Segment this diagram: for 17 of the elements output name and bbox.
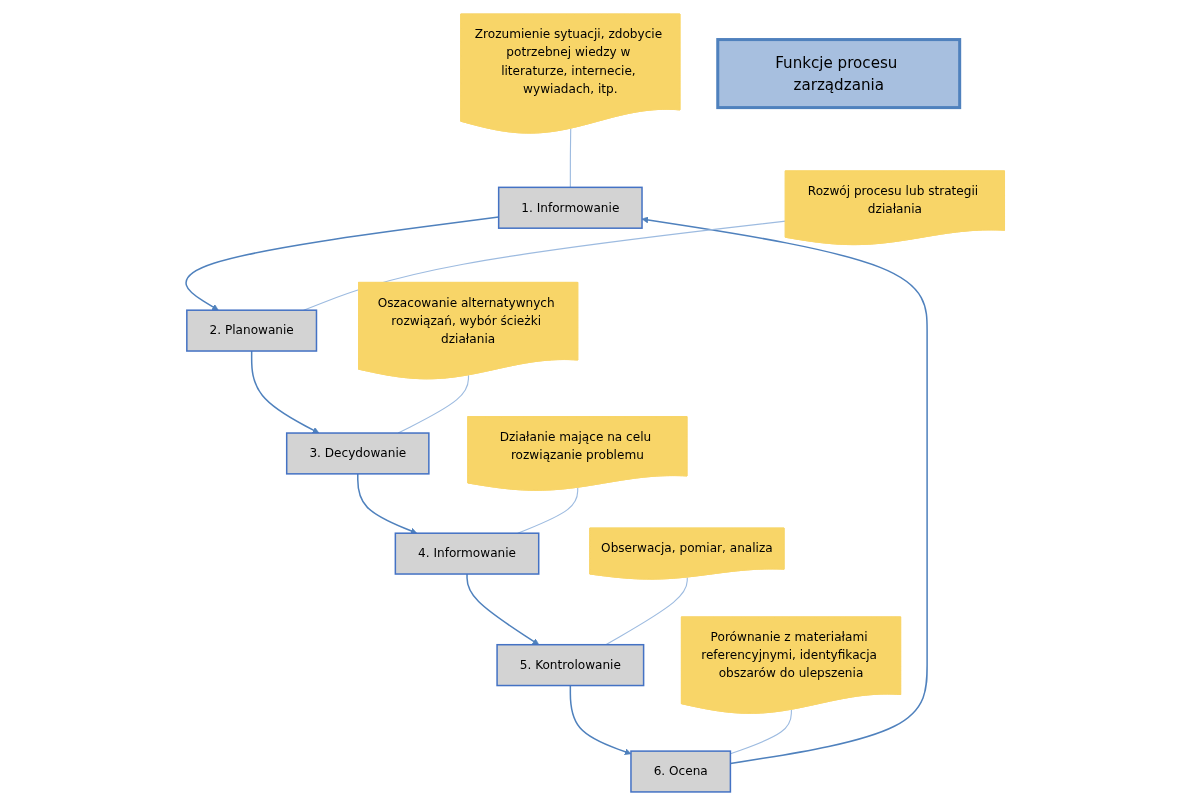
node-box: 3. Decydowanie (286, 432, 430, 475)
connector (517, 487, 579, 534)
node-box: 5. Kontrolowanie (496, 643, 645, 687)
connector (569, 128, 572, 188)
node-box: 1. Informowanie (498, 186, 643, 229)
node-box: 2. Planowanie (186, 309, 318, 352)
connector (605, 576, 689, 646)
node-box: 6. Ocena (630, 750, 732, 793)
node-box: 4. Informowanie (394, 532, 540, 575)
arrow (357, 473, 418, 535)
connector (730, 709, 793, 755)
connector (303, 220, 787, 311)
arrow (466, 573, 540, 645)
node-box: Funkcje procesu zarządzania (716, 38, 962, 110)
arrow (251, 350, 320, 434)
connector (397, 374, 470, 434)
arrow (569, 684, 632, 755)
